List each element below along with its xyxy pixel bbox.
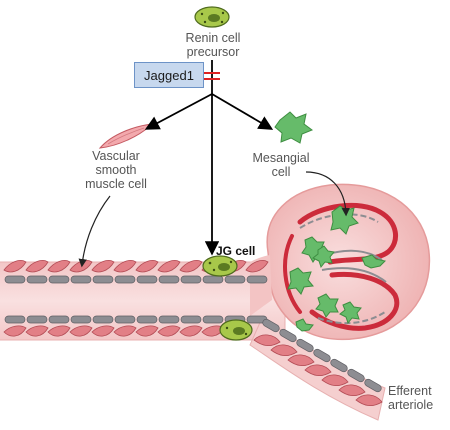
smooth-muscle-cell-icon (98, 123, 154, 149)
endothelial-cell (246, 275, 268, 284)
smooth-muscle-cell (179, 325, 203, 337)
endothelial-cell (48, 315, 70, 324)
smooth-muscle-cell (25, 325, 49, 337)
endothelial-cell (48, 275, 70, 284)
efferent-arteriole-label: Efferent arteriole (388, 384, 434, 412)
endothelial-cell (202, 275, 224, 284)
vessel-wall-top (3, 260, 383, 406)
efferent-smooth-muscle-cell (338, 384, 366, 396)
jg-cell-label: JG cell (216, 244, 256, 258)
mesangial-cell-5 (361, 254, 386, 269)
mesangial-cell-8 (295, 318, 314, 332)
efferent-endothelial-cell (364, 378, 382, 393)
efferent-endothelial-cell (262, 318, 280, 333)
endothelial-cell (92, 275, 114, 284)
efferent-endothelial-cell (296, 338, 314, 353)
efferent-smooth-muscle-cell (355, 394, 383, 406)
endothelial-cell (26, 275, 48, 284)
endothelial-cell (4, 315, 26, 324)
smooth-muscle-cell (179, 260, 203, 273)
efferent-endothelial-cell (330, 358, 348, 373)
mesangial-cell-icon (274, 111, 314, 144)
jg-cell-bottom (219, 319, 253, 341)
mesangial-cell-7 (339, 301, 362, 325)
endothelial-cell (224, 275, 246, 284)
smooth-muscle-cell (245, 260, 269, 273)
smooth-muscle-cell (3, 260, 27, 273)
arrow-mesangial-to-glomerulus (305, 171, 350, 217)
smooth-muscle-cell (157, 325, 181, 337)
arrow-to-mesangial (211, 93, 274, 130)
endothelial-cell (92, 315, 114, 324)
endothelial-cell (114, 315, 136, 324)
capillary-loop-bottom (309, 271, 400, 331)
smooth-muscle-cell (135, 325, 159, 337)
smooth-muscle-cell (113, 325, 137, 337)
efferent-endothelial-cell (313, 348, 331, 363)
mesangial-cells-cluster (287, 205, 386, 332)
endothelial-cell (180, 275, 202, 284)
renin-precursor-label: Renin cell precursor (185, 31, 241, 59)
endothelial-cell (158, 275, 180, 284)
efferent-smooth-muscle-cell (287, 354, 315, 366)
endothelial-cell (136, 275, 158, 284)
efferent-smooth-muscle-cell (253, 334, 281, 346)
endothelial-cell (202, 315, 224, 324)
efferent-smooth-muscle-cell (304, 364, 332, 376)
capillary-loop-outer (283, 234, 302, 314)
inhibition-mark (204, 72, 220, 80)
mesangial-cell-4 (312, 245, 335, 269)
smooth-muscle-cell (135, 260, 159, 273)
endothelial-cell (180, 315, 202, 324)
smooth-muscle-cell (157, 260, 181, 273)
smooth-muscle-cell (3, 325, 27, 337)
endothelial-cell (136, 315, 158, 324)
mesangial-cell-6 (315, 293, 339, 318)
endothelial-cell (158, 315, 180, 324)
efferent-endothelial-cell (347, 368, 365, 383)
smooth-muscle-cell (25, 260, 49, 273)
lineage-arrows (78, 60, 350, 268)
mesangial-cell-3 (287, 267, 314, 295)
endothelial-cell (4, 275, 26, 284)
smooth-muscle-cell (47, 325, 71, 337)
smooth-muscle-cell (91, 260, 115, 273)
efferent-endothelial-cell (279, 328, 297, 343)
endothelial-cell (114, 275, 136, 284)
jg-cell-top (202, 255, 238, 277)
jagged1-label: Jagged1 (144, 67, 194, 83)
smooth-muscle-cell (47, 260, 71, 273)
smooth-muscle-cell (113, 260, 137, 273)
efferent-smooth-muscle-cell (321, 374, 349, 386)
arrow-vsmc-to-vessel (78, 195, 111, 268)
mesangial-label: Mesangial cell (252, 151, 310, 179)
endothelial-cell (26, 315, 48, 324)
efferent-smooth-muscle-cell (270, 344, 298, 356)
vascular-smooth-muscle-label: Vascular smooth muscle cell (85, 149, 147, 191)
jagged1-box: Jagged1 (134, 62, 204, 88)
endothelial-cell (70, 275, 92, 284)
arrow-to-smooth-muscle (144, 93, 213, 130)
renin-precursor-cell-icon (194, 6, 230, 28)
smooth-muscle-cell (69, 325, 93, 337)
smooth-muscle-cell (91, 325, 115, 337)
endothelial-cell (70, 315, 92, 324)
